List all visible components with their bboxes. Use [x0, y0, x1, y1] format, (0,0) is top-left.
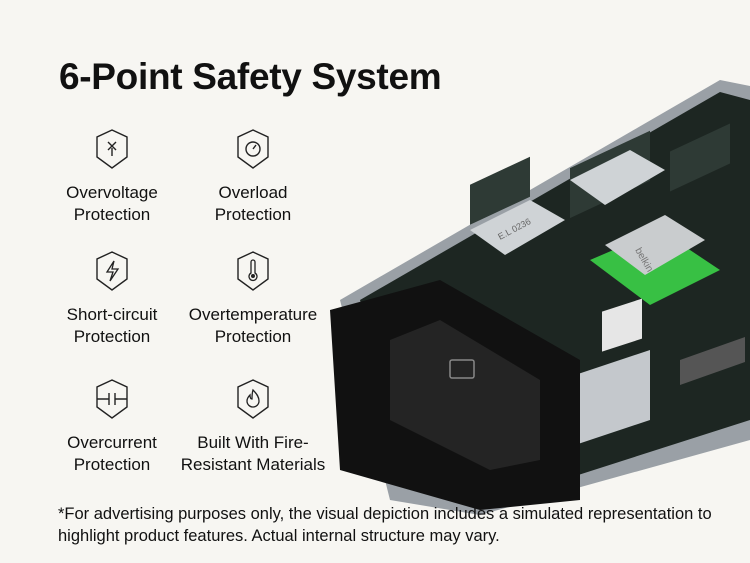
- capacitor-shield-icon: [96, 379, 128, 419]
- feature-label: Protection: [214, 205, 292, 224]
- disclaimer: *For advertising purposes only, the visu…: [58, 505, 712, 545]
- feature-label: Resistant Materials: [180, 455, 326, 474]
- feature-label: Protection: [73, 455, 151, 474]
- thermometer-shield-icon: [237, 251, 269, 291]
- feature-short-circuit: Short-circuit Protection: [32, 250, 192, 348]
- feature-label: Protection: [73, 205, 151, 224]
- feature-label: Built With Fire-: [197, 433, 309, 452]
- feature-label: Protection: [73, 327, 151, 346]
- feature-label: Protection: [214, 327, 292, 346]
- x-voltage-shield-icon: [96, 129, 128, 169]
- product-image: belkin E.L 0236: [330, 60, 750, 520]
- feature-overload: Overload Protection: [173, 128, 333, 226]
- feature-overcurrent: Overcurrent Protection: [32, 378, 192, 476]
- feature-label: Overcurrent: [67, 433, 157, 452]
- feature-fire-resistant: Built With Fire- Resistant Materials: [173, 378, 333, 476]
- flame-shield-icon: [237, 379, 269, 419]
- gauge-shield-icon: [237, 129, 269, 169]
- feature-overtemperature: Overtemperature Protection: [173, 250, 333, 348]
- feature-label: Overload: [218, 183, 288, 202]
- feature-label: Overvoltage: [66, 183, 158, 202]
- feature-overvoltage: Overvoltage Protection: [32, 128, 192, 226]
- lightning-shield-icon: [96, 251, 128, 291]
- page-title: 6-Point Safety System: [59, 56, 442, 97]
- feature-label: Overtemperature: [188, 305, 318, 324]
- feature-label: Short-circuit: [66, 305, 158, 324]
